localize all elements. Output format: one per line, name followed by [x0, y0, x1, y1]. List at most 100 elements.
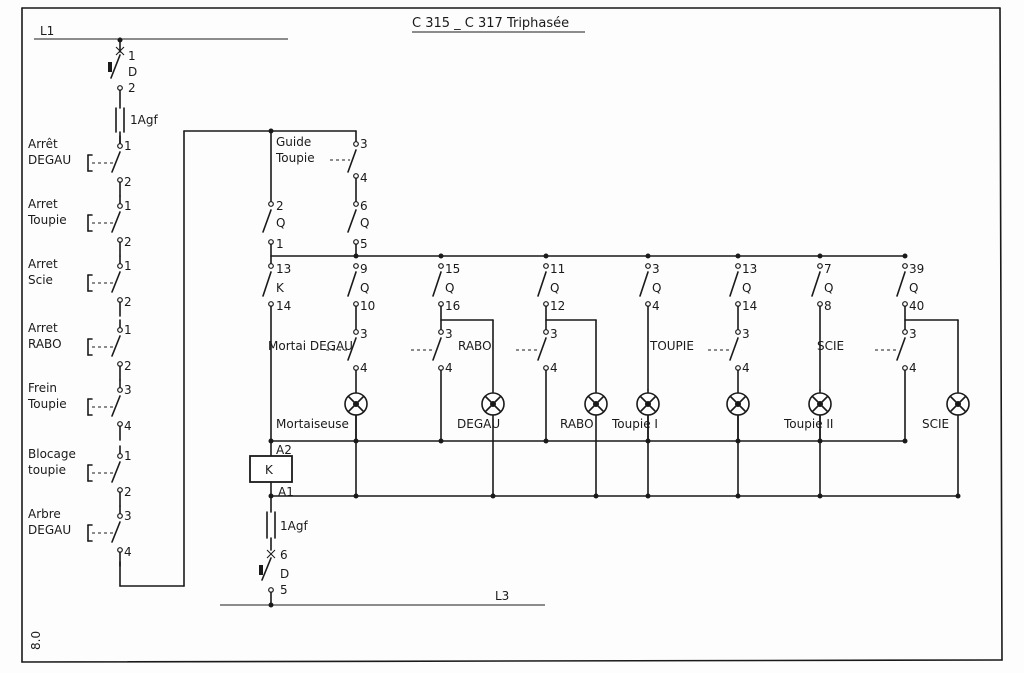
- svg-text:39: 39: [909, 262, 924, 276]
- svg-text:13: 13: [276, 262, 291, 276]
- mortaiseuse-label: Mortaiseuse: [276, 417, 349, 431]
- svg-text:2: 2: [276, 199, 284, 213]
- svg-text:2: 2: [124, 485, 132, 499]
- svg-text:1Agf: 1Agf: [130, 113, 158, 127]
- svg-text:15: 15: [445, 262, 460, 276]
- left-button-6: Blocage toupie 1 2: [28, 445, 132, 507]
- svg-text:Q: Q: [652, 281, 661, 295]
- left-button-label-1: Arbre: [28, 507, 61, 521]
- lamp-label: Toupie II: [783, 417, 833, 431]
- svg-text:A2: A2: [276, 443, 292, 457]
- svg-text:5: 5: [360, 237, 368, 251]
- svg-text:7: 7: [824, 262, 832, 276]
- svg-text:Q: Q: [360, 281, 369, 295]
- svg-text:8: 8: [824, 299, 832, 313]
- svg-text:14: 14: [276, 299, 291, 313]
- fuse-center: 1Agf: [266, 511, 308, 539]
- svg-text:Q: Q: [550, 281, 559, 295]
- left-button-label-1: Frein: [28, 381, 57, 395]
- svg-text:1: 1: [124, 199, 132, 213]
- lamp-label: Toupie I: [611, 417, 658, 431]
- left-button-label-2: toupie: [28, 463, 66, 477]
- svg-text:Q: Q: [360, 216, 369, 230]
- page-frame: [21, 7, 1003, 663]
- svg-text:4: 4: [445, 361, 453, 375]
- left-button-label-1: Blocage: [28, 447, 76, 461]
- svg-text:3: 3: [124, 383, 132, 397]
- left-button-label-2: Toupie: [27, 397, 67, 411]
- branch-button-label: RABO: [458, 339, 492, 353]
- lamp-label: SCIE: [922, 417, 949, 431]
- svg-text:3: 3: [445, 327, 453, 341]
- svg-text:3: 3: [742, 327, 750, 341]
- svg-text:1: 1: [124, 449, 132, 463]
- svg-text:Q: Q: [445, 281, 454, 295]
- svg-text:14: 14: [742, 299, 757, 313]
- svg-text:Q: Q: [824, 281, 833, 295]
- svg-text:12: 12: [550, 299, 565, 313]
- svg-text:2: 2: [124, 359, 132, 373]
- svg-text:3: 3: [360, 137, 368, 151]
- svg-text:4: 4: [652, 299, 660, 313]
- svg-text:1: 1: [124, 323, 132, 337]
- svg-text:10: 10: [360, 299, 375, 313]
- line-l3-label: L3: [495, 589, 509, 603]
- lamp-label: DEGAU: [457, 417, 500, 431]
- svg-text:6: 6: [360, 199, 368, 213]
- k-contact-13-14: 13 K 14: [262, 262, 291, 313]
- guide-toupie-switch: Guide Toupie 3 4: [275, 135, 368, 185]
- breaker-d-left: 1 D 2: [108, 46, 137, 95]
- breaker-d-center: 6 D 5: [259, 548, 289, 597]
- svg-text:4: 4: [909, 361, 917, 375]
- svg-text:3: 3: [360, 327, 368, 341]
- svg-text:3: 3: [550, 327, 558, 341]
- svg-text:4: 4: [550, 361, 558, 375]
- svg-text:1: 1: [124, 139, 132, 153]
- svg-text:Q: Q: [742, 281, 751, 295]
- left-button-label-2: RABO: [28, 337, 62, 351]
- left-button-label-1: Arret: [28, 321, 58, 335]
- svg-text:1Agf: 1Agf: [280, 519, 308, 533]
- q-contact-2-1: 2 Q 1: [262, 199, 285, 251]
- svg-text:9: 9: [360, 262, 368, 276]
- diagram-title: C 315 _ C 317 Triphasée: [412, 16, 569, 31]
- center-circuit: Guide Toupie 3 4 2 Q 1 6 Q 5: [249, 128, 959, 608]
- svg-text:K: K: [276, 281, 285, 295]
- left-button-label-2: DEGAU: [28, 523, 71, 537]
- lamp-label: RABO: [560, 417, 594, 431]
- svg-text:11: 11: [550, 262, 565, 276]
- svg-text:2: 2: [128, 81, 136, 95]
- left-safety-chain: 1 D 2 1Agf ArrêtDEGAU12ArretToupie12Arre…: [27, 37, 357, 587]
- svg-text:2: 2: [124, 295, 132, 309]
- svg-text:D: D: [280, 567, 289, 581]
- q-contact-6-5: 6 Q 5: [347, 199, 369, 251]
- fuse-left: 1Agf: [115, 107, 158, 133]
- left-button-label-2: Toupie: [27, 213, 67, 227]
- svg-text:40: 40: [909, 299, 924, 313]
- left-button-label-2: Scie: [28, 273, 53, 287]
- svg-text:16: 16: [445, 299, 460, 313]
- svg-text:1: 1: [124, 259, 132, 273]
- coil-k: A2 K A1: [249, 438, 294, 499]
- line-l1-label: L1: [40, 24, 54, 38]
- svg-text:4: 4: [360, 171, 368, 185]
- svg-text:3: 3: [124, 509, 132, 523]
- svg-text:4: 4: [124, 419, 132, 433]
- svg-text:2: 2: [124, 235, 132, 249]
- svg-text:1: 1: [128, 49, 136, 63]
- svg-text:13: 13: [742, 262, 757, 276]
- svg-text:D: D: [128, 65, 137, 79]
- svg-text:3: 3: [909, 327, 917, 341]
- left-button-label-1: Arrêt: [28, 137, 58, 151]
